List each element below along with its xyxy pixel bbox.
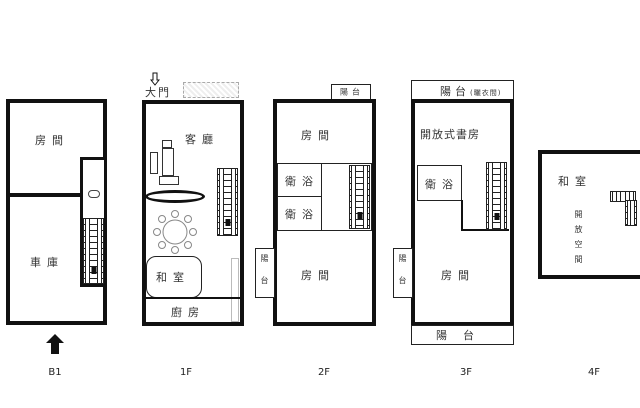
japanese-room-label: 和室 [156,271,190,284]
b1-room-label: 房間 [35,134,69,147]
3f-room-label: 房間 [441,269,475,282]
entrance-label: 大門 [145,86,171,99]
toilet-icon [88,190,100,198]
kitchen-counter [231,258,239,322]
4f-staircase-icon-top [610,191,636,202]
2f-top-balcony-label: 陽台 [340,87,364,97]
2f-side-balcony [255,248,275,298]
3f-side-balcony-label: 陽台 [398,254,407,298]
2f-staircase-icon [349,165,370,229]
b1-floor-label: B1 [48,367,62,378]
sofa-icon [150,140,180,188]
3f-wall-v [461,200,463,230]
kitchen-wall [146,297,240,299]
3f-bath-label: 衛浴 [425,178,459,191]
2f-bath-1 [277,163,322,197]
3f-top-balcony-label: 陽台(曬衣間) [440,83,501,99]
3f-side-balcony [393,248,413,298]
3f-wall-h [461,229,509,231]
b1-divider-wall [6,193,84,197]
3f-top-balcony-name: 陽台 [440,85,470,98]
1f-staircase-icon [217,168,238,236]
2f-bath-2-label: 衛浴 [285,208,319,221]
4f-outline [538,150,640,279]
4f-floor-label: 4F [587,367,601,378]
2f-bath-1-label: 衛浴 [285,175,319,188]
2f-room-label: 房間 [301,129,335,142]
partition-ellipse [145,190,205,203]
2f-side-balcony-label: 陽台 [260,254,269,298]
2f-room-2-label: 房間 [301,269,335,282]
living-room-label: 客廳 [185,133,219,146]
b1-staircase-icon [83,218,104,284]
3f-staircase-icon [486,162,507,230]
open-study-label: 開放式書房 [420,128,480,141]
3f-balcony-note: (曬衣間) [470,89,502,97]
3f-bath [417,165,462,201]
2f-floor-label: 2F [317,367,331,378]
round-table-icon [153,210,197,254]
4f-staircase-icon [625,200,637,226]
kitchen-label: 廚房 [171,306,205,319]
greenery-patch [183,82,239,98]
4f-japanese-room-label: 和室 [558,175,592,188]
3f-bottom-balcony [411,325,514,345]
up-arrow-icon [46,334,64,354]
1f-floor-label: 1F [179,367,193,378]
down-arrow-icon [150,72,160,86]
3f-bottom-balcony-label: 陽台 [436,329,490,342]
open-space-label: 開放空間 [574,210,583,270]
3f-floor-label: 3F [459,367,473,378]
b1-garage-label: 車庫 [30,256,64,269]
